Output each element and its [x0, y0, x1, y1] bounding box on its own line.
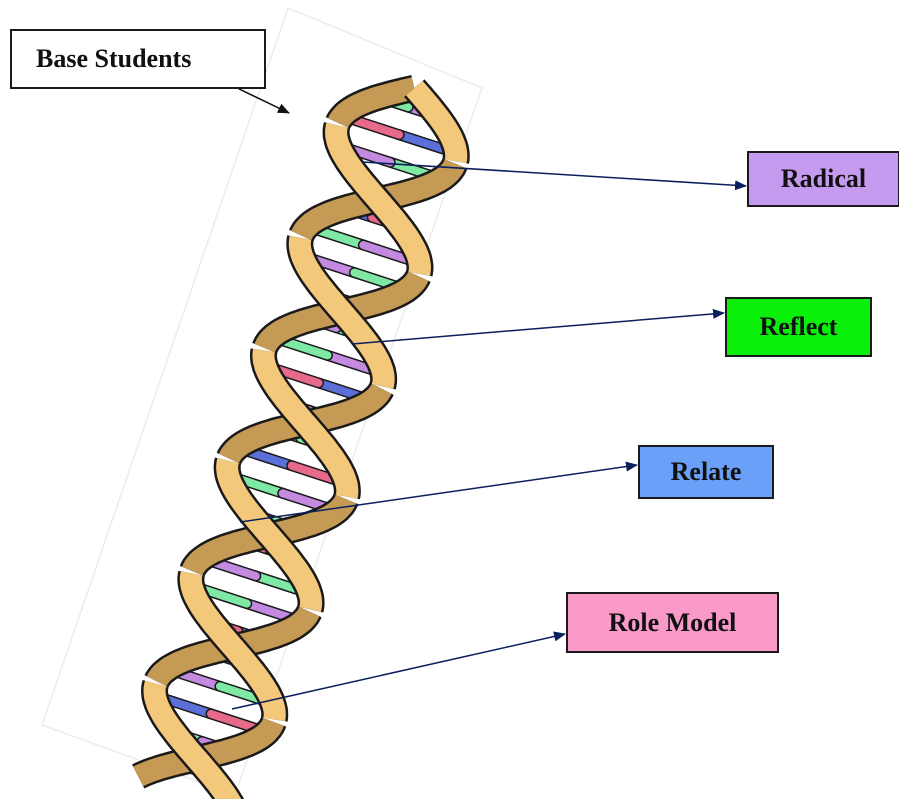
- reflect-box: Reflect: [725, 297, 872, 357]
- dna-double-helix-icon: [127, 69, 474, 799]
- radical-label: Radical: [781, 164, 866, 194]
- base-students-arrow: [233, 86, 289, 113]
- role-model-box: Role Model: [566, 592, 779, 653]
- base-students-label: Base Students: [36, 44, 191, 74]
- role-model-label: Role Model: [609, 608, 737, 638]
- reflect-label: Reflect: [760, 312, 838, 342]
- relate-label: Relate: [671, 457, 742, 487]
- reflect-arrow: [352, 313, 724, 344]
- radical-box: Radical: [747, 151, 899, 207]
- base-students-box: Base Students: [10, 29, 266, 89]
- helix-strand: [192, 461, 346, 610]
- relate-box: Relate: [638, 445, 774, 499]
